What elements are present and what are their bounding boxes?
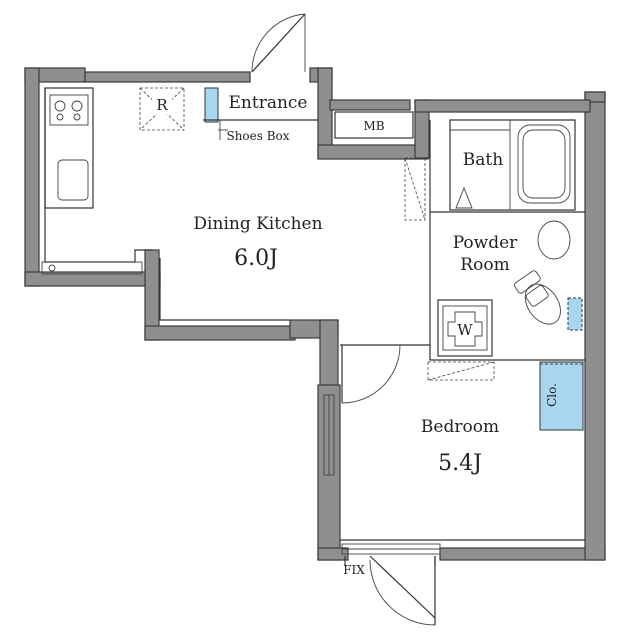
- refrigerator-space: R: [139, 87, 185, 131]
- bedroom-label: Bedroom: [421, 417, 499, 437]
- bath-room: Bath: [449, 119, 576, 211]
- powder-room: Powder Room: [453, 220, 583, 331]
- fix-window-label: FIX: [343, 563, 365, 577]
- towel-rack: [567, 297, 583, 331]
- closet-label: Clo.: [545, 383, 559, 407]
- meter-box-label: MB: [363, 119, 384, 133]
- stove-icon: [49, 94, 89, 126]
- exterior-walls: [24, 67, 606, 561]
- meter-box: MB: [334, 111, 414, 139]
- washer-dashed: [427, 361, 495, 381]
- shoes-box-label: Shoes Box: [226, 129, 289, 143]
- dining-kitchen-label: Dining Kitchen: [193, 214, 322, 234]
- toilet-icon: [514, 270, 561, 325]
- entrance-label: Entrance: [229, 93, 308, 113]
- bedroom-side-window: [323, 394, 335, 476]
- interior-outline: [44, 88, 585, 541]
- refrigerator-label: R: [156, 96, 168, 114]
- vent-strip: [41, 261, 143, 275]
- bedroom-door: [341, 344, 401, 404]
- entrance-door: [251, 13, 306, 73]
- bathtub-icon: [517, 124, 571, 204]
- washer-label: W: [457, 321, 473, 339]
- powder-room-label-1: Powder: [453, 233, 518, 253]
- powder-room-label-2: Room: [460, 255, 509, 275]
- bedroom-area: 5.4J: [438, 451, 482, 476]
- bottom-window: [341, 543, 441, 626]
- shoes-box: [204, 87, 219, 123]
- kitchen-counter: [41, 87, 143, 275]
- closet: Clo.: [539, 361, 584, 431]
- storage-dashed: [404, 157, 426, 221]
- washer-space: W: [437, 299, 493, 357]
- entrance-area: Entrance Shoes Box: [203, 87, 318, 143]
- washbasin-icon: [537, 220, 571, 260]
- bath-label: Bath: [463, 150, 503, 170]
- sink-icon: [57, 159, 89, 201]
- dining-kitchen-area: 6.0J: [234, 246, 278, 271]
